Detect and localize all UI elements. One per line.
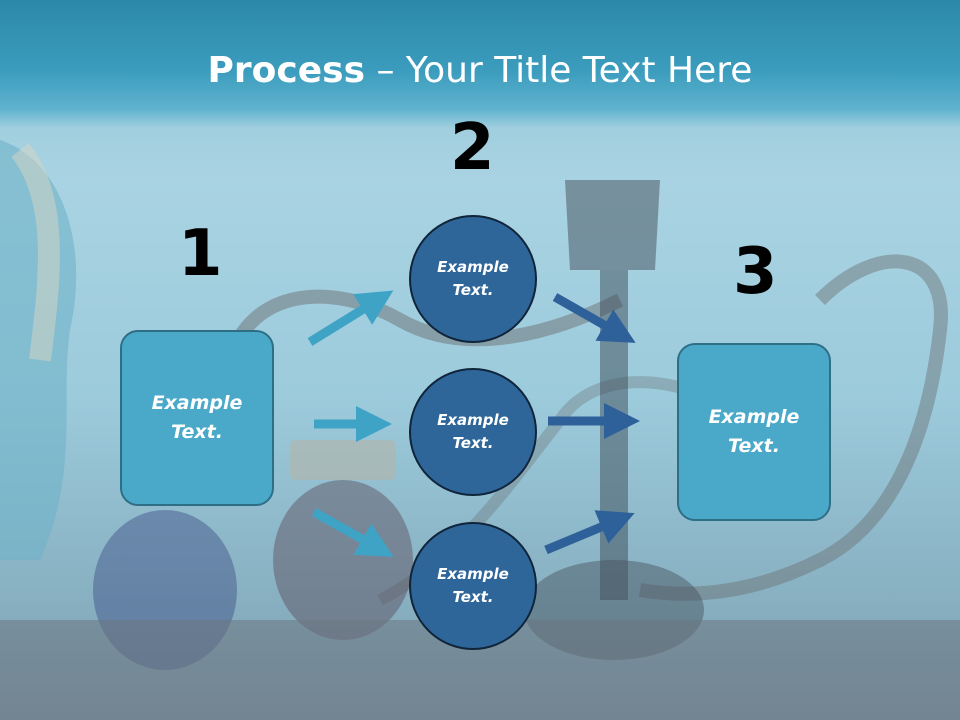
- step-3-line2: Text.: [728, 435, 780, 457]
- arrow-1-to-bottom: [311, 508, 394, 557]
- step-3-line1: Example: [708, 406, 800, 428]
- title-rest: – Your Title Text Here: [365, 50, 753, 91]
- circle-bottom-line2: Text.: [452, 588, 494, 606]
- title-band: [0, 0, 960, 128]
- circle-middle-line2: Text.: [452, 434, 494, 452]
- step-number-1: 1: [178, 217, 223, 291]
- step-1-line2: Text.: [171, 421, 223, 443]
- step-number-2: 2: [450, 111, 495, 185]
- arrow-bottom-to-3: [544, 510, 635, 555]
- circle-bottom-line1: Example: [437, 565, 509, 583]
- title-bold: Process: [207, 50, 366, 91]
- step-number-3: 3: [733, 235, 778, 309]
- circle-top-line1: Example: [437, 258, 509, 276]
- slide-title: Process – Your Title Text Here: [0, 50, 960, 91]
- step-1-line1: Example: [151, 392, 243, 414]
- arrow-1-to-top: [307, 290, 394, 346]
- arrow-top-to-3: [552, 293, 636, 343]
- circle-top-line2: Text.: [452, 281, 494, 299]
- circle-middle-line1: Example: [437, 411, 509, 429]
